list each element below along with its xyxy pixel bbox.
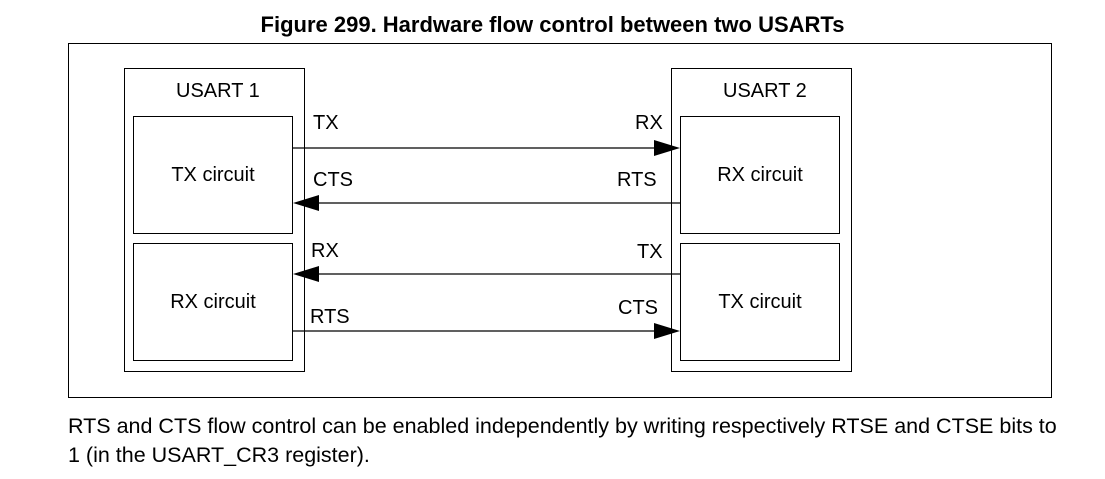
body-paragraph: RTS and CTS flow control can be enabled … — [68, 414, 1057, 467]
arrowhead-cts1 — [293, 195, 319, 211]
usart2-rx-circuit-label: RX circuit — [717, 163, 803, 186]
usart1-label: USART 1 — [176, 80, 260, 102]
usart2-label: USART 2 — [723, 80, 807, 102]
usart1-rx-circuit-label: RX circuit — [170, 290, 256, 313]
signal-u1-cts: CTS — [313, 169, 353, 191]
usart2-tx-circuit: TX circuit — [680, 243, 840, 361]
arrowhead-cts2 — [654, 323, 680, 339]
usart1-tx-circuit: TX circuit — [133, 116, 293, 234]
signal-u2-rx: RX — [635, 112, 663, 134]
signal-u2-tx: TX — [637, 241, 663, 263]
arrowhead-rx1 — [293, 266, 319, 282]
signal-u2-rts: RTS — [617, 169, 657, 191]
usart1-block — [124, 68, 305, 372]
signal-u1-tx: TX — [313, 112, 339, 134]
figure-frame — [68, 43, 1052, 398]
arrowhead-rx2 — [654, 140, 680, 156]
signal-u1-rx: RX — [311, 240, 339, 262]
figure-title: Figure 299. Hardware flow control betwee… — [260, 12, 845, 37]
signal-u1-rts: RTS — [310, 306, 350, 328]
usart2-block — [671, 68, 852, 372]
usart1-rx-circuit: RX circuit — [133, 243, 293, 361]
usart2-tx-circuit-label: TX circuit — [718, 290, 802, 313]
usart2-rx-circuit: RX circuit — [680, 116, 840, 234]
usart1-tx-circuit-label: TX circuit — [171, 163, 255, 186]
signal-u2-cts: CTS — [618, 297, 658, 319]
